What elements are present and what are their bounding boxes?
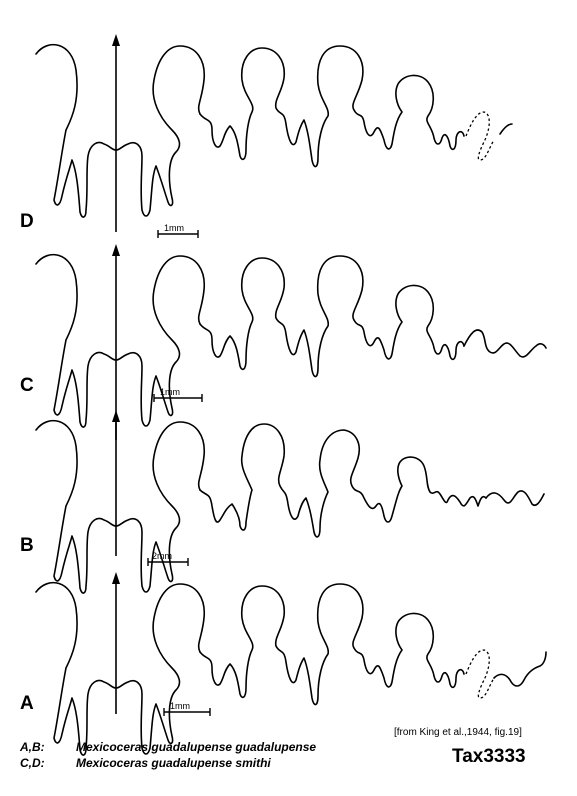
- axis-arrowhead-b: [112, 410, 120, 422]
- legend-taxon-cd: Mexicoceras guadalupense smithi: [76, 756, 271, 770]
- legend: A,B: Mexicoceras guadalupense guadalupens…: [20, 739, 316, 771]
- scale-label-a: 1mm: [170, 701, 190, 711]
- panel-c: 1mm C: [20, 244, 547, 440]
- panel-letter-b: B: [20, 535, 34, 556]
- panel-letter-c: C: [20, 375, 34, 396]
- legend-row-ab: A,B: Mexicoceras guadalupense guadalupens…: [20, 739, 316, 755]
- end-segment-c: [463, 329, 547, 358]
- ventral-lobe-a: [35, 581, 206, 756]
- legend-row-cd: C,D: Mexicoceras guadalupense smithi: [20, 755, 316, 771]
- dashed-segment-a: [465, 649, 495, 699]
- source-citation: [from King et al.,1944, fig.19]: [394, 727, 522, 738]
- axis-arrowhead-d: [112, 34, 120, 46]
- scale-label-c: 1mm: [160, 387, 180, 397]
- scale-label-b: 2mm: [152, 551, 172, 561]
- lateral-saddles-b: [199, 423, 487, 538]
- panel-letter-d: D: [20, 211, 34, 232]
- panel-d: 1mm D: [20, 34, 513, 238]
- legend-taxon-ab: Mexicoceras guadalupense guadalupense: [76, 740, 317, 754]
- ventral-lobe-b: [35, 419, 206, 594]
- lateral-saddles-a: [199, 583, 465, 706]
- dashed-segment-d: [465, 111, 495, 161]
- panel-letter-a: A: [20, 693, 34, 714]
- axis-arrowhead-c: [112, 244, 120, 256]
- end-segment-a: [493, 651, 547, 687]
- ventral-lobe-d: [35, 43, 206, 218]
- scale-label-d: 1mm: [164, 223, 184, 233]
- tax-id: Tax3333: [452, 746, 526, 767]
- lateral-saddles-c: [199, 255, 465, 378]
- panel-b: 2mm B: [20, 410, 545, 594]
- end-segment-b: [485, 490, 545, 507]
- ventral-lobe-c: [35, 253, 206, 428]
- lateral-saddles-d: [199, 45, 465, 168]
- legend-key-cd: C,D:: [20, 756, 45, 770]
- axis-arrowhead-a: [112, 572, 120, 584]
- legend-key-ab: A,B:: [20, 740, 45, 754]
- panel-a: 1mm A: [20, 572, 547, 756]
- end-stroke-d: [499, 123, 513, 135]
